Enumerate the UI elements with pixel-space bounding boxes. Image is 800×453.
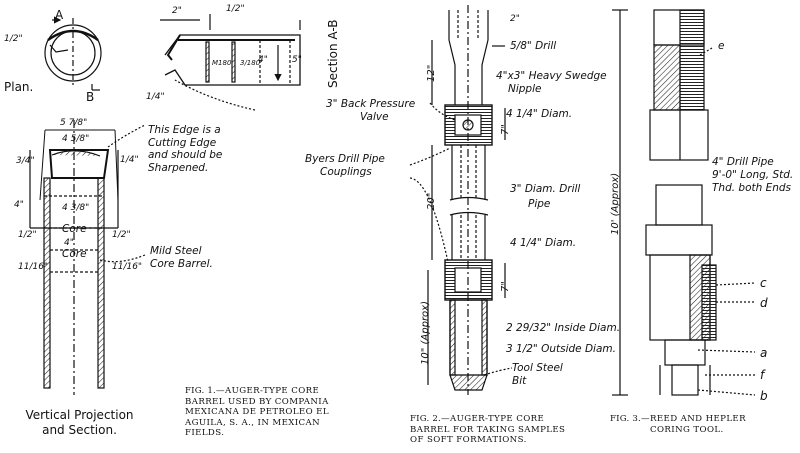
- plan-label: Plan.: [4, 80, 34, 94]
- outside-diam-label: 3 1/2" Outside Diam.: [506, 343, 616, 355]
- section-b-marker: B: [86, 90, 95, 104]
- fig1-dim: 4": [14, 200, 24, 210]
- fig1-dim: 4 3/8": [62, 203, 90, 213]
- fig1-dim: 1/2": [4, 34, 23, 44]
- fig1-dim: 1/2": [226, 4, 245, 14]
- cutting-edge-note-line: and should be: [148, 149, 223, 161]
- fig3-caption-number: Fig. 3.: [610, 414, 641, 424]
- drill-label: 5/8" Drill: [510, 40, 557, 52]
- nipple-label: Nipple: [508, 83, 542, 95]
- core-barrel-note-line: Core Barrel.: [150, 258, 213, 270]
- fig2-dim: 7": [500, 124, 511, 135]
- vertical-projection-label-line: and Section.: [42, 423, 117, 437]
- drill-pipe-label-2: Pipe: [528, 198, 551, 210]
- fig2-caption-line: barrel for taking samples: [410, 424, 566, 435]
- cutting-edge-note-line: Sharpened.: [148, 161, 209, 174]
- fig3-dim: 10' (Approx): [610, 172, 621, 235]
- fig1-caption-line: Aguila, S. A., in Mexican: [185, 417, 321, 428]
- fig2-caption-number: Fig. 2.: [410, 414, 441, 424]
- fig1-dim: 1/2": [112, 230, 131, 240]
- fig3-caption-line: coring tool.: [650, 424, 724, 435]
- fig3-caption-line: —Reed and Hepler: [640, 414, 746, 424]
- core-label-lower: Core: [62, 248, 87, 260]
- fig1-dim: 1/4": [120, 155, 139, 165]
- bit-label: Bit: [512, 375, 527, 387]
- label-e: e: [718, 40, 725, 52]
- fig2-dim: 12": [426, 64, 437, 82]
- core-label-upper: Core: [62, 223, 87, 235]
- inside-diam-label: 2 29/32" Inside Diam.: [506, 322, 621, 334]
- label-b: b: [760, 389, 768, 403]
- couplings-label: Couplings: [320, 166, 372, 178]
- diam-mid-label: 4 1/4" Diam.: [510, 237, 577, 249]
- section-ab-label: Section A-B: [326, 19, 340, 88]
- fig2-dim: 10" (Approx): [420, 301, 431, 365]
- fig1-dim: M180: [212, 59, 232, 67]
- label-a: a: [760, 346, 768, 360]
- fig1-caption-number: Fig. 1.: [185, 386, 216, 396]
- section-a-marker: A: [55, 8, 64, 22]
- drill-pipe-thread-label: Thd. both Ends: [712, 182, 792, 194]
- back-pressure-label: 3" Back Pressure: [326, 98, 416, 110]
- fig1-dim: 2": [172, 6, 182, 16]
- byers-label: Byers Drill Pipe: [305, 153, 385, 165]
- fig2-caption: Fig. 2.—Auger-type core barrel for takin…: [410, 414, 600, 446]
- fig1-caption-line: barrel used by Compania: [185, 396, 329, 407]
- fig2-dim: 7": [500, 281, 511, 292]
- fig1-dim: 4 5/8": [62, 134, 90, 144]
- label-d: d: [760, 296, 768, 310]
- fig1-dim: 3/180: [240, 59, 261, 67]
- core-barrel-note: Mild Steel Core Barrel.: [150, 245, 213, 271]
- diam-top-label: 4 1/4" Diam.: [506, 108, 573, 120]
- fig1-dim: 4": [64, 238, 74, 248]
- fig1-dim: 5 7/8": [60, 118, 88, 128]
- fig1-dim: 1/4": [146, 92, 165, 102]
- fig1-dim: 5": [292, 55, 302, 65]
- fig1-dim: 11/16": [112, 262, 143, 272]
- drill-pipe-4-label: 4" Drill Pipe: [712, 156, 774, 168]
- cutting-edge-note-line: Cutting Edge: [148, 136, 217, 149]
- cutting-edge-note: This Edge is a Cutting Edge and should b…: [148, 124, 222, 174]
- fig2-dim: 2": [510, 14, 520, 24]
- label-f: f: [760, 368, 765, 382]
- fig1-drawing: [29, 14, 301, 395]
- cutting-edge-note-line: This Edge is a: [148, 124, 221, 136]
- valve-label: Valve: [360, 111, 389, 123]
- fig1-caption-line: —Auger-type core: [215, 386, 320, 396]
- fig2-dim: 20": [426, 192, 437, 210]
- fig1-dim: 1/2": [18, 230, 37, 240]
- drill-pipe-length-label: 9'-0" Long, Std.: [712, 169, 794, 181]
- fig3-drawing: [612, 9, 756, 396]
- plan-outer-circle: [44, 24, 102, 82]
- vertical-projection-label: Vertical Projection and Section.: [12, 408, 147, 438]
- vertical-projection-label-line: Vertical Projection: [25, 408, 134, 422]
- drill-pipe-label: 3" Diam. Drill: [510, 183, 581, 195]
- fig2-caption-line: —Auger-type core: [440, 414, 545, 424]
- fig1-dim: 3/4": [16, 156, 35, 166]
- tool-steel-label: Tool Steel: [512, 362, 563, 374]
- fig2-caption-line: of soft formations.: [410, 435, 527, 445]
- fig1-caption: Fig. 1.—Auger-type core barrel used by C…: [185, 386, 385, 439]
- label-c: c: [760, 276, 767, 290]
- fig3-caption: Fig. 3.—Reed and Hepler coring tool.: [610, 414, 800, 435]
- fig1-caption-line: fields.: [185, 428, 225, 438]
- fig1-caption-line: Mexicana de Petroleo El: [185, 407, 329, 417]
- fig1-dim: 4": [258, 55, 268, 65]
- core-barrel-note-line: Mild Steel: [150, 245, 202, 257]
- fig1-dim: 11/16": [18, 262, 49, 272]
- swedge-label: 4"x3" Heavy Swedge: [496, 70, 607, 82]
- fig2-drawing: [409, 5, 513, 395]
